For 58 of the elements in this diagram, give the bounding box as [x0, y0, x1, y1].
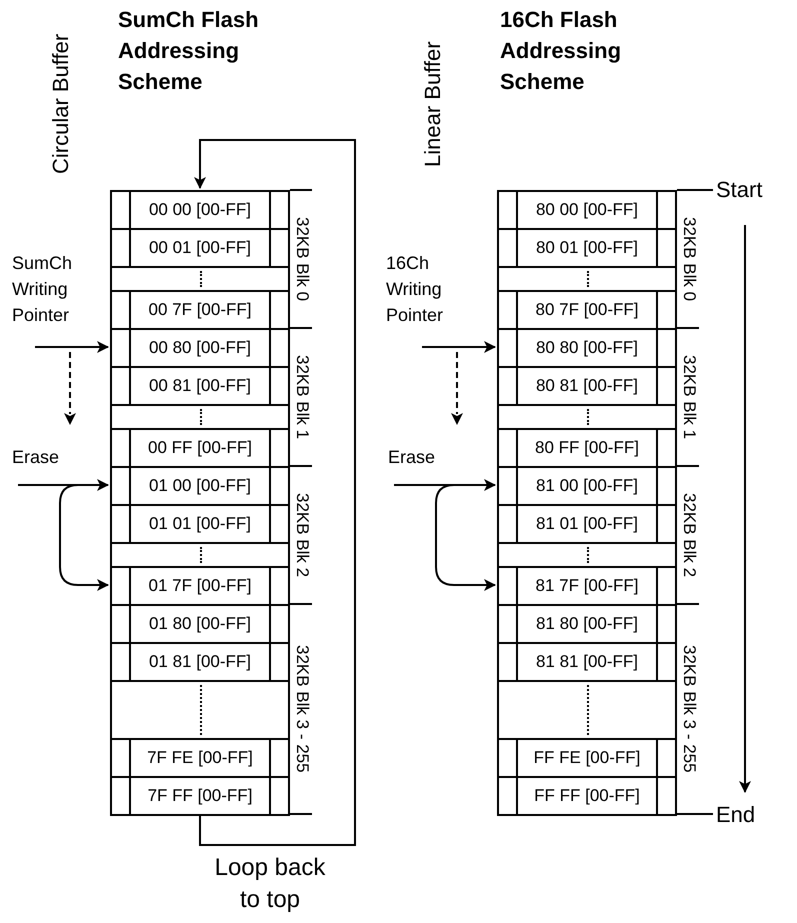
address-row: 01 80 [00-FF]: [110, 604, 290, 644]
arrow: [394, 484, 496, 591]
address-row: 80 7F [00-FF]: [497, 290, 677, 330]
address-row: 80 01 [00-FF]: [497, 228, 677, 268]
ellipsis-row: [110, 680, 290, 740]
ellipsis-row: [110, 266, 290, 292]
address-row: FF FE [00-FF]: [497, 738, 677, 778]
address-row: 81 00 [00-FF]: [497, 466, 677, 506]
block-label: 32KB Blk 0: [290, 190, 314, 328]
address-row: 01 81 [00-FF]: [110, 642, 290, 682]
address-row: 01 00 [00-FF]: [110, 466, 290, 506]
endpoint-label: End: [716, 800, 776, 830]
ellipsis-row: [110, 542, 290, 568]
address-row: 81 7F [00-FF]: [497, 566, 677, 606]
arrow: [35, 341, 109, 353]
address-row: 00 80 [00-FF]: [110, 328, 290, 368]
ellipsis-row: [497, 266, 677, 292]
address-row: 01 01 [00-FF]: [110, 504, 290, 544]
buffer-type-label: Linear Buffer: [419, 40, 446, 169]
arrow: [422, 341, 496, 353]
block-label: 32KB Blk 1: [290, 328, 314, 466]
address-row: 81 01 [00-FF]: [497, 504, 677, 544]
address-row: 81 80 [00-FF]: [497, 604, 677, 644]
address-row: 00 FF [00-FF]: [110, 428, 290, 468]
address-row: 7F FF [00-FF]: [110, 776, 290, 816]
address-row: 00 81 [00-FF]: [110, 366, 290, 406]
address-row: 00 00 [00-FF]: [110, 190, 290, 230]
ellipsis-row: [110, 404, 290, 430]
ellipsis-row: [497, 542, 677, 568]
address-row: 81 81 [00-FF]: [497, 642, 677, 682]
pointer-label: 16Ch Writing Pointer: [386, 250, 481, 328]
block-label: 32KB Blk 2: [290, 466, 314, 604]
block-label: 32KB Blk 0: [677, 190, 701, 328]
ellipsis-row: [497, 404, 677, 430]
scheme-title: 16Ch Flash Addressing Scheme: [500, 6, 622, 96]
buffer-type-label: Circular Buffer: [47, 32, 74, 176]
scheme-title: SumCh Flash Addressing Scheme: [118, 6, 260, 96]
arrow: [739, 225, 751, 793]
arrow: [18, 484, 109, 591]
address-row: 01 7F [00-FF]: [110, 566, 290, 606]
address-row: 80 00 [00-FF]: [497, 190, 677, 230]
address-row: 80 81 [00-FF]: [497, 366, 677, 406]
erase-label: Erase: [388, 444, 458, 470]
block-label: 32KB Blk 2: [677, 466, 701, 604]
block-label: 32KB Blk 3 - 255: [677, 604, 701, 814]
address-row: 80 80 [00-FF]: [497, 328, 677, 368]
pointer-label: SumCh Writing Pointer: [12, 250, 107, 328]
block-label: 32KB Blk 1: [677, 328, 701, 466]
arrow: [194, 139, 356, 846]
erase-label: Erase: [12, 444, 82, 470]
address-row: 00 7F [00-FF]: [110, 290, 290, 330]
address-row: FF FF [00-FF]: [497, 776, 677, 816]
block-label: 32KB Blk 3 - 255: [290, 604, 314, 814]
ellipsis-row: [497, 680, 677, 740]
address-row: 00 01 [00-FF]: [110, 228, 290, 268]
endpoint-label: Start: [716, 175, 776, 205]
address-row: 80 FF [00-FF]: [497, 428, 677, 468]
address-row: 7F FE [00-FF]: [110, 738, 290, 778]
